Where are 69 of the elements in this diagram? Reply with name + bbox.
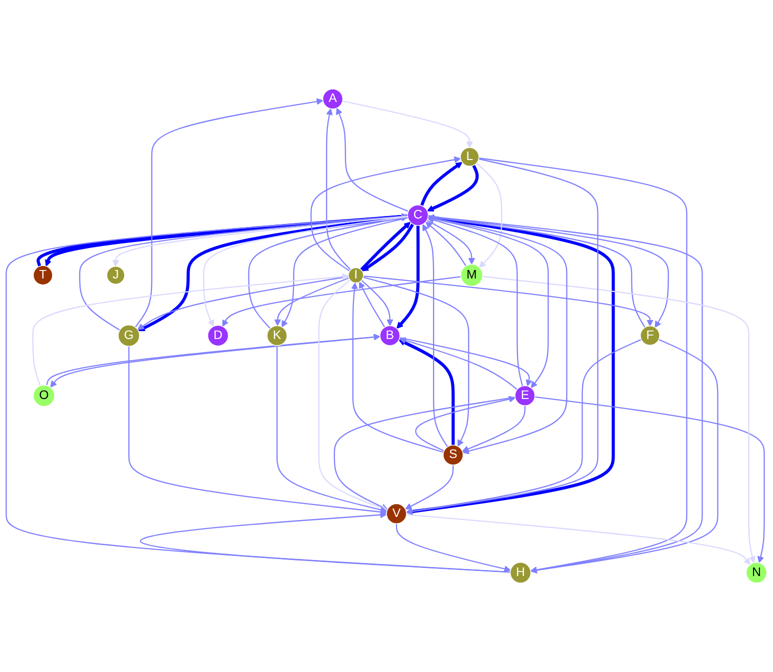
arrow [425, 222, 466, 266]
arrow [406, 514, 750, 565]
arrow [396, 524, 511, 572]
arrow [426, 164, 479, 212]
node-circle: H [510, 562, 532, 584]
arrow [222, 276, 461, 327]
arrow [420, 162, 462, 206]
arrow [79, 213, 408, 331]
node-circle: C [407, 204, 429, 226]
node-circle: T [32, 265, 53, 286]
arrow [398, 339, 455, 446]
arrow [128, 346, 387, 516]
node-circle: L [460, 147, 480, 167]
arrow [141, 511, 510, 573]
arrow [6, 213, 510, 573]
arrow [282, 217, 408, 328]
arrow [427, 216, 524, 386]
arrow [400, 337, 532, 386]
node-circle: S [442, 444, 464, 466]
node-circle: J [106, 266, 126, 285]
arrow [476, 162, 502, 268]
arrow [276, 346, 388, 514]
arrow [405, 465, 454, 510]
arrow [406, 215, 615, 515]
arrow [359, 282, 386, 328]
arrow [363, 276, 470, 447]
node-circle: D [207, 324, 229, 346]
arrow [342, 100, 474, 148]
arrow [406, 158, 598, 515]
arrow [248, 214, 408, 329]
arrow [399, 337, 518, 390]
arrow [426, 220, 476, 265]
node-circle: M [460, 264, 484, 287]
arrow [138, 215, 408, 332]
arrow [406, 339, 642, 515]
arrow [363, 275, 654, 326]
node-circle: K [266, 325, 288, 346]
node-circle: A [322, 88, 344, 110]
arrow [530, 339, 718, 574]
arrow [534, 396, 765, 564]
arrow [396, 226, 420, 329]
arrow [422, 224, 448, 448]
arrow [318, 280, 388, 512]
node-circle: O [32, 384, 55, 407]
arrow [274, 277, 350, 326]
arrow [334, 396, 516, 510]
arrow [482, 276, 756, 564]
arrow [134, 98, 324, 328]
arrow [428, 216, 568, 454]
arrow [112, 216, 408, 267]
node-circle: N [746, 562, 768, 584]
arrow [203, 216, 408, 327]
arrow [336, 108, 409, 212]
node-circle: B [380, 325, 400, 346]
node-circle: E [514, 385, 536, 406]
arrow [310, 156, 461, 272]
node-circle: I [348, 267, 364, 284]
arrow [137, 276, 349, 330]
arrow [32, 273, 349, 386]
node-circle: V [386, 503, 407, 524]
arrow [428, 216, 549, 388]
arrow [326, 108, 352, 270]
arrow [361, 280, 394, 326]
arrow [415, 396, 516, 452]
node-circle: F [640, 326, 660, 346]
node-circle: G [118, 324, 140, 347]
arrow [351, 282, 444, 453]
arrow [462, 406, 526, 452]
arrow [428, 216, 703, 574]
